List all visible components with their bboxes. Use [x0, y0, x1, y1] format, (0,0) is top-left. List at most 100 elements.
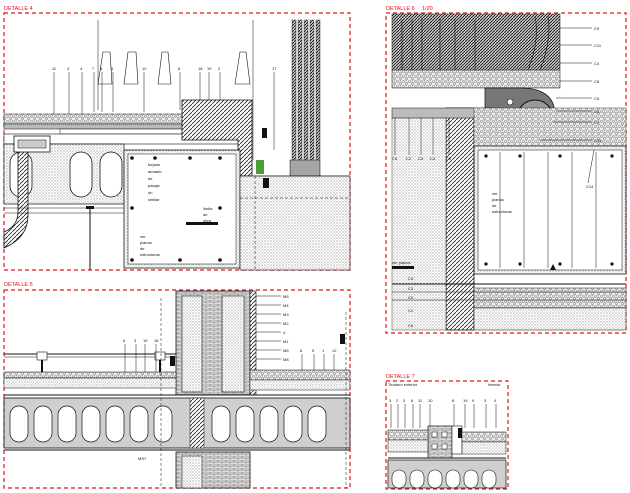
- callout: 3: [389, 398, 392, 403]
- callout: C1: [408, 308, 414, 313]
- beam-inner: [127, 153, 237, 265]
- callout: C6: [594, 109, 600, 114]
- tank-posts: [499, 152, 597, 268]
- callout: 8: [100, 66, 103, 71]
- callout: C6: [392, 156, 398, 161]
- column-core: [221, 295, 245, 393]
- callout: M8: [283, 357, 289, 362]
- wall-gravel: [473, 107, 627, 147]
- callout: C7: [594, 120, 600, 125]
- callout: 6: [411, 398, 414, 403]
- right-label: Interior: [488, 382, 501, 387]
- curb-block: [427, 425, 453, 459]
- structures-note: ver planos de estructuras: [140, 234, 160, 257]
- callout: 4: [80, 66, 83, 71]
- note-line: estructuras: [492, 209, 512, 214]
- detail-5-callouts-right: M5 M4 M3 M2 4 M1 M6 M8: [256, 294, 289, 362]
- callout: 3: [134, 338, 137, 343]
- callout: C5: [446, 156, 452, 161]
- callout: C4: [408, 276, 414, 281]
- tank-marker: [550, 264, 556, 270]
- anchor: [170, 356, 175, 366]
- callout: C5: [594, 96, 600, 101]
- detail-6-title: DETALLE 6: [386, 6, 415, 12]
- callout: C14: [586, 184, 594, 189]
- slab-void: [99, 151, 123, 198]
- callout: C4: [430, 156, 436, 161]
- detail-4-callouts: 11 3 4 7 8 5 10 6 18 19 2 17: [52, 20, 277, 160]
- callout: 8: [452, 398, 455, 403]
- callout: M1: [283, 339, 289, 344]
- callout: 11: [418, 398, 423, 403]
- beam-note: forjado armado de pasaje ón similar: [148, 162, 162, 202]
- callout: C9: [594, 26, 600, 31]
- left-note: ver planos: [392, 260, 410, 265]
- callout: 15: [143, 338, 148, 343]
- drain-grate: [17, 139, 47, 149]
- paving-layer: [3, 371, 177, 379]
- detail-4-title: DETALLE 4: [4, 6, 33, 12]
- layer-line: [392, 291, 626, 301]
- callout: M4: [283, 303, 289, 308]
- note-line: pasaje: [148, 183, 161, 188]
- note-line: ver: [140, 234, 146, 239]
- detail-6-callouts-right: C9 C11 C4 C8 C5 C6 C7 C15: [540, 26, 602, 143]
- drain-outlet: [506, 98, 514, 106]
- note-line: similar: [148, 197, 160, 202]
- lower-wall-left: [445, 107, 475, 331]
- note-line: obra: [203, 218, 212, 223]
- axis-lines: [240, 176, 350, 270]
- callout: 6: [300, 348, 303, 353]
- callout: 6: [178, 66, 181, 71]
- waterproof-seal: [256, 160, 264, 174]
- note-line: planos: [492, 197, 504, 202]
- note-line: de: [203, 212, 208, 217]
- anchor: [340, 334, 345, 344]
- paving-right: [249, 369, 351, 381]
- paving-base: [3, 377, 177, 389]
- callout: 11: [52, 66, 57, 71]
- note-line: de: [492, 203, 497, 208]
- detail-7-callouts: 3 2 3 6 11 10 8 19 9 3 4: [389, 398, 497, 428]
- callout: 4: [494, 398, 497, 403]
- callout: 5: [312, 348, 315, 353]
- base-right: [461, 441, 507, 455]
- anchor: [458, 428, 462, 438]
- callout: 17: [272, 66, 277, 71]
- gravel-left: [391, 117, 447, 331]
- note-bar: [392, 266, 414, 269]
- slab-void: [69, 151, 93, 198]
- tank-inner: [477, 149, 623, 271]
- planter-shapes: [97, 51, 251, 85]
- limit-note: límite de obra: [186, 206, 218, 225]
- note-line: planos: [140, 240, 152, 245]
- note-line: de: [148, 176, 153, 181]
- detail-5: DETALLE 5: [3, 282, 351, 489]
- facade-slab: [239, 175, 351, 271]
- callout: 12: [332, 348, 337, 353]
- paving-right-base: [249, 379, 351, 391]
- callout: 3: [484, 398, 487, 403]
- paving-left: [387, 429, 429, 441]
- callout: 1: [322, 348, 325, 353]
- louver-base: [289, 159, 321, 177]
- limit-bar: [186, 222, 218, 225]
- note-line: de: [140, 246, 145, 251]
- note-line: ón: [148, 190, 152, 195]
- callout: M5: [283, 294, 289, 299]
- callout: C2: [406, 156, 412, 161]
- callout: 3: [67, 66, 70, 71]
- detail-6: DETALLE 6 1/20 ver planos: [385, 6, 627, 334]
- callout: M3: [283, 312, 289, 317]
- callout: 19: [463, 398, 468, 403]
- base-slab: [473, 307, 627, 331]
- note-line: forjado: [148, 162, 161, 167]
- anchor: [263, 178, 269, 188]
- callout: 18: [154, 338, 159, 343]
- left-label: Tiradero exterior: [388, 382, 418, 387]
- curb-holes: [431, 431, 448, 450]
- callout: 10: [428, 398, 433, 403]
- callout: C4: [594, 61, 600, 66]
- detail-6-callouts-bottom: C6 C2 C3 C4 C5: [392, 118, 452, 161]
- detail-7-frame: [385, 380, 509, 490]
